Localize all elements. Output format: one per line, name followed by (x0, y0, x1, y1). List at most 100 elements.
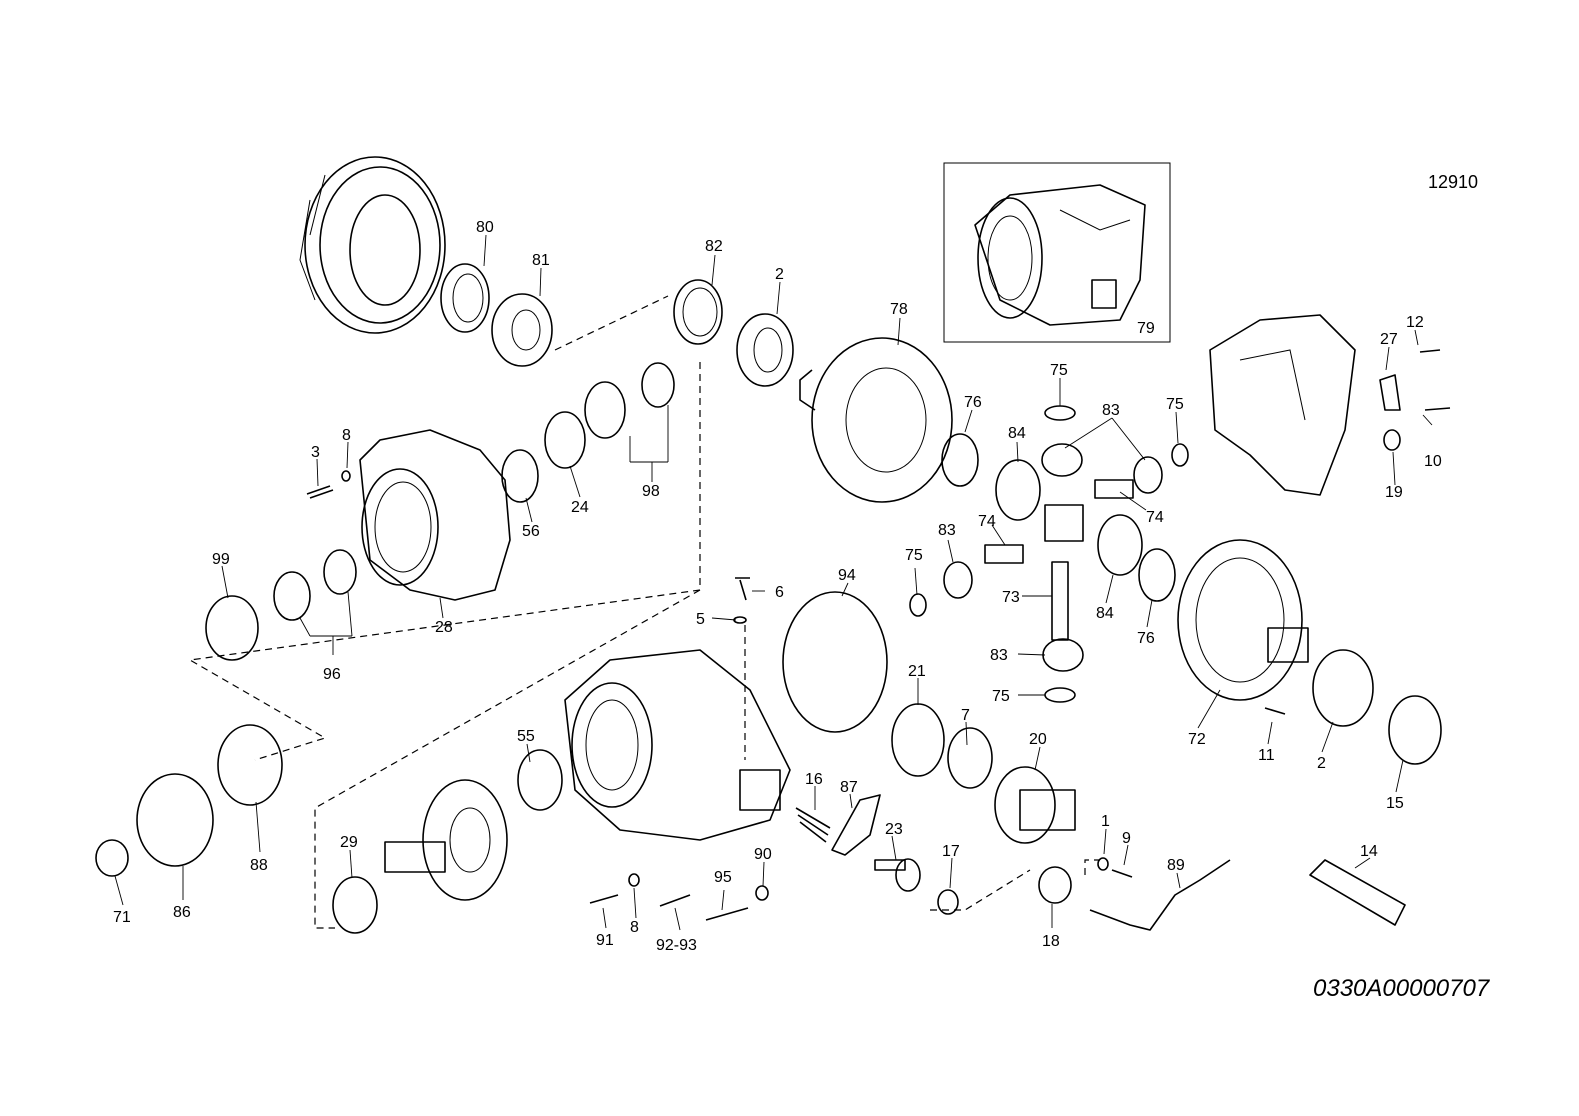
label-19: 19 (1385, 484, 1403, 501)
nut-15 (1388, 695, 1442, 765)
washer-75-left (909, 593, 927, 617)
inset-frame (943, 162, 1171, 343)
label-94: 94 (838, 567, 856, 584)
label-7: 7 (961, 707, 970, 724)
label-71: 71 (113, 909, 131, 926)
bearing-98b (641, 362, 675, 408)
label-55: 55 (517, 728, 535, 745)
part-labels: 80 81 82 2 78 79 75 83 75 12 27 76 84 74… (113, 219, 1442, 954)
washer-75-bottom (1044, 687, 1076, 703)
washer-76-left (941, 433, 979, 487)
seal-99 (205, 595, 259, 661)
ring-82 (673, 279, 723, 345)
seal-88 (217, 724, 283, 806)
label-72: 72 (1188, 731, 1206, 748)
label-27: 27 (1380, 331, 1398, 348)
lower-housing (564, 649, 791, 841)
label-74-right: 74 (1146, 509, 1164, 526)
leader-lines (114, 234, 1433, 931)
label-75-bottom: 75 (992, 688, 1010, 705)
bolt-23 (874, 858, 921, 892)
label-75-right: 75 (1166, 396, 1184, 413)
label-14: 14 (1360, 843, 1378, 860)
ring-96a (273, 571, 311, 621)
label-3: 3 (311, 444, 320, 461)
ring-29 (332, 876, 378, 934)
collar-20 (994, 766, 1076, 844)
label-75-left: 75 (905, 547, 923, 564)
label-20: 20 (1029, 731, 1047, 748)
drawing-code: 0330A00000707 (1313, 975, 1491, 1002)
label-56: 56 (522, 523, 540, 540)
label-28: 28 (435, 619, 453, 636)
label-11: 11 (1258, 747, 1275, 764)
washer-19 (1383, 429, 1401, 451)
label-83-top: 83 (1102, 402, 1120, 419)
cable-89 (1089, 859, 1231, 931)
label-82: 82 (705, 238, 723, 255)
washer-75-top (1044, 405, 1076, 421)
tube-14 (1309, 859, 1406, 926)
washer-8-top (341, 470, 351, 482)
label-2-top: 2 (775, 266, 784, 283)
label-89: 89 (1167, 857, 1185, 874)
nut-21 (891, 703, 945, 777)
ring-98a (584, 381, 626, 439)
diff-case-78 (799, 337, 953, 503)
label-12: 12 (1406, 314, 1424, 331)
spider-gears (943, 443, 1163, 672)
fork-87 (831, 794, 881, 856)
washer-8-bottom (628, 873, 640, 887)
label-16: 16 (805, 771, 823, 788)
washer-80 (440, 263, 490, 333)
part-79-housing-shape (974, 184, 1146, 326)
washer-75-right (1171, 443, 1189, 467)
label-5: 5 (696, 611, 705, 628)
reference-number: 12910 (1428, 172, 1478, 192)
ring-56 (501, 449, 539, 503)
pinion-gear (384, 779, 508, 901)
label-98: 98 (642, 483, 660, 500)
label-18: 18 (1042, 933, 1060, 950)
bearing-81 (491, 293, 553, 367)
label-92-93: 92-93 (656, 937, 697, 954)
label-73: 73 (1002, 589, 1020, 606)
washer-1 (1097, 857, 1109, 871)
label-80: 80 (476, 219, 494, 236)
label-84-top: 84 (1008, 425, 1026, 442)
bolts (306, 349, 1451, 921)
ring-24 (544, 411, 586, 469)
label-76-left: 76 (964, 394, 982, 411)
label-74-left: 74 (978, 513, 996, 530)
label-10: 10 (1424, 453, 1442, 470)
label-86: 86 (173, 904, 191, 921)
label-90: 90 (754, 846, 772, 863)
washer-76-right (1138, 548, 1176, 602)
flange-86 (136, 773, 214, 867)
label-1: 1 (1101, 813, 1110, 830)
label-83-left: 83 (938, 522, 956, 539)
label-83-bottom: 83 (990, 647, 1008, 664)
assembly-lines (188, 295, 1100, 929)
bearing-2-right (1312, 649, 1374, 727)
label-17: 17 (942, 843, 960, 860)
spring-16 (795, 807, 831, 843)
clip-7 (947, 727, 993, 789)
label-78: 78 (890, 301, 908, 318)
label-9: 9 (1122, 830, 1131, 847)
label-95: 95 (714, 869, 732, 886)
label-81: 81 (532, 252, 550, 269)
bearing-96b (323, 549, 357, 595)
label-88: 88 (250, 857, 268, 874)
ring-gear-shape (299, 156, 446, 334)
bracket-27 (1379, 374, 1401, 411)
plug-17 (937, 889, 959, 915)
label-75-top: 75 (1050, 362, 1068, 379)
label-99: 99 (212, 551, 230, 568)
flange-72 (1177, 539, 1309, 701)
label-79: 79 (1137, 320, 1155, 337)
label-24: 24 (571, 499, 589, 516)
label-15: 15 (1386, 795, 1404, 812)
label-91: 91 (596, 932, 614, 949)
